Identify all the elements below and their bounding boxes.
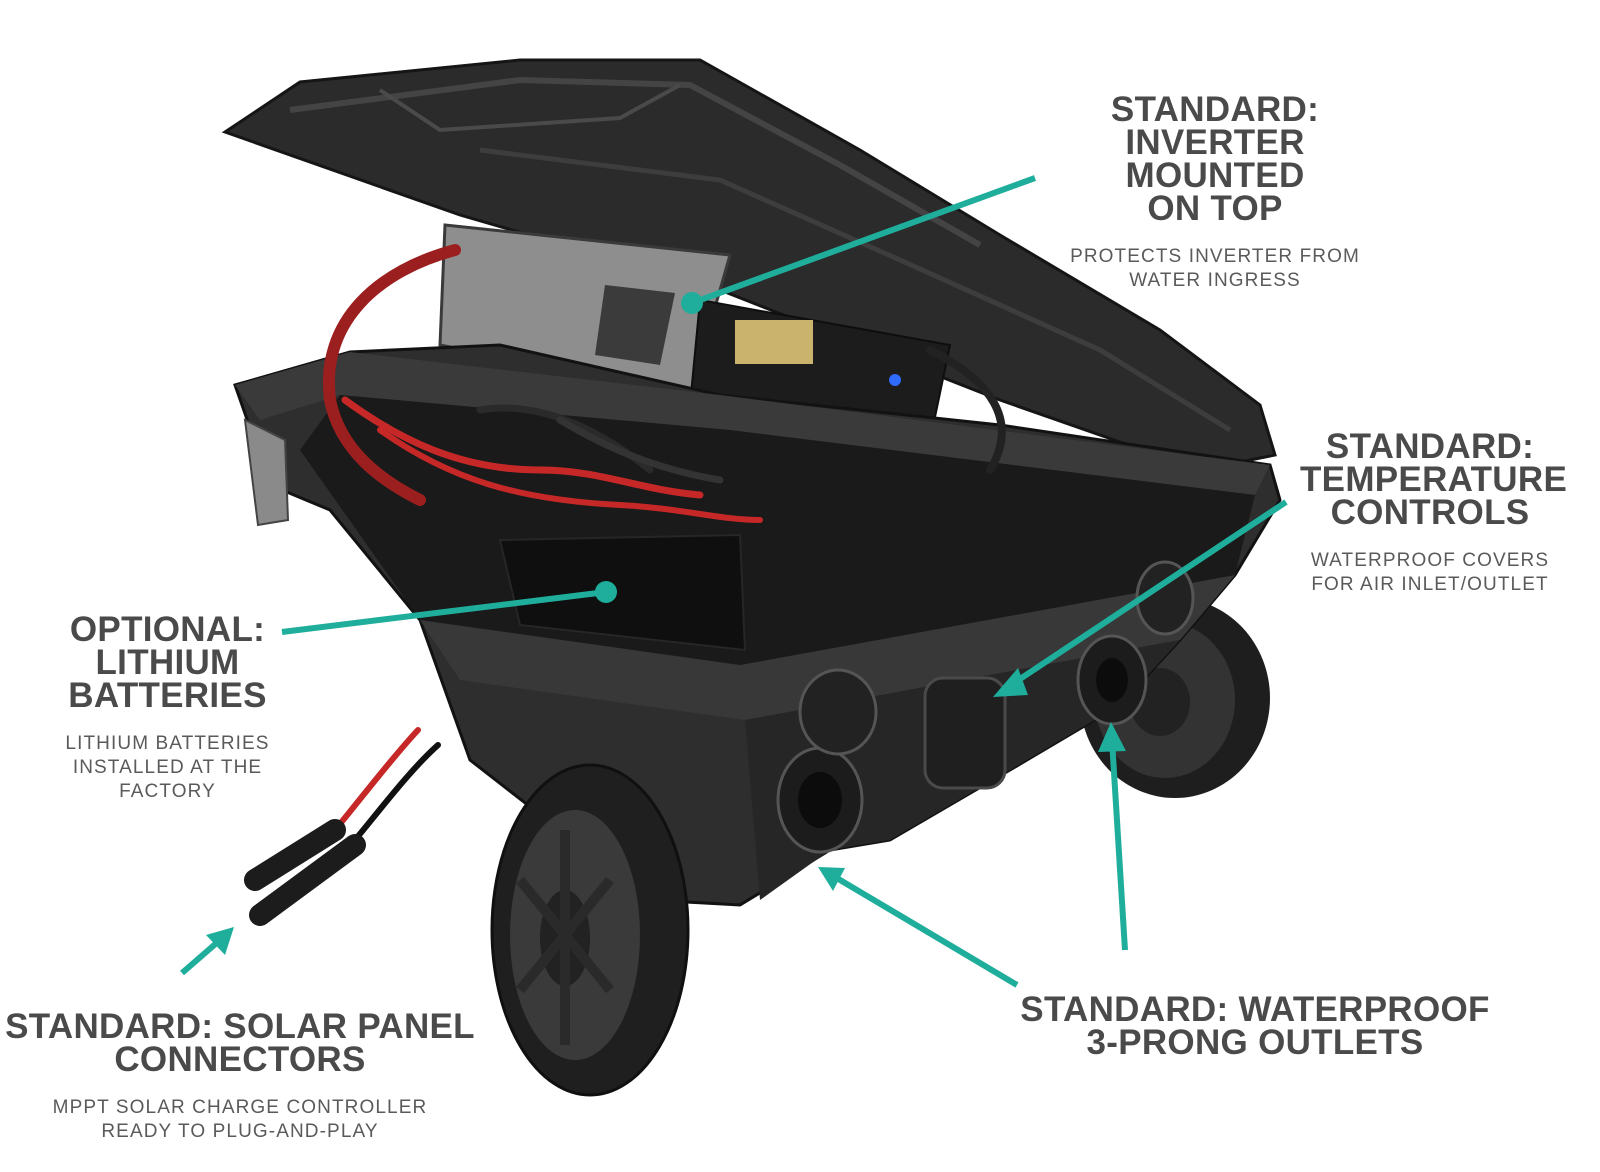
callout-inverter-title: STANDARD: INVERTER MOUNTED ON TOP: [1110, 90, 1320, 228]
callout-lithium: OPTIONAL: LITHIUM BATTERIES LITHIUM BATT…: [35, 610, 300, 804]
arrow-inverter: [681, 175, 1037, 314]
lid: [221, 58, 1277, 472]
outlet-front: [776, 746, 864, 854]
callout-solar: STANDARD: SOLAR PANEL CONNECTORS MPPT SO…: [0, 1007, 480, 1144]
callout-inverter-description: PROTECTS INVERTER FROM WATER INGRESS: [1070, 246, 1360, 291]
callout-solar-description: MPPT SOLAR CHARGE CONTROLLER READY TO PL…: [52, 1097, 428, 1142]
side-latch: [243, 418, 290, 527]
arrow-solar: [180, 927, 234, 976]
callout-lithium-description: LITHIUM BATTERIES INSTALLED AT THE FACTO…: [65, 733, 270, 802]
callout-temperature-title: STANDARD: TEMPERATURE CONTROLS: [1300, 427, 1568, 532]
callout-solar-title: STANDARD: SOLAR PANEL CONNECTORS: [5, 1007, 475, 1079]
arrow-outlet-front: [818, 867, 1019, 988]
temperature-vent-cover: [923, 676, 1007, 790]
callout-inverter: STANDARD: INVERTER MOUNTED ON TOP PROTEC…: [1050, 90, 1380, 293]
front-wheel: [490, 763, 690, 1097]
arrow-lithium: [281, 581, 617, 635]
callout-lithium-title: OPTIONAL: LITHIUM BATTERIES: [68, 610, 267, 715]
callout-outlets: STANDARD: WATERPROOF 3-PRONG OUTLETS: [1020, 990, 1490, 1062]
callout-temperature: STANDARD: TEMPERATURE CONTROLS WATERPROO…: [1300, 427, 1568, 597]
arrow-temperature: [993, 499, 1288, 697]
callout-outlets-title: STANDARD: WATERPROOF 3-PRONG OUTLETS: [1020, 990, 1490, 1062]
solar-cable: [244, 727, 441, 926]
wiring: [322, 244, 1006, 523]
arrow-outlet-side: [1098, 722, 1128, 951]
callout-temperature-description: WATERPROOF COVERS FOR AIR INLET/OUTLET: [1310, 550, 1550, 595]
port-cap-front: [798, 668, 878, 756]
outlet-side: [1076, 634, 1148, 726]
